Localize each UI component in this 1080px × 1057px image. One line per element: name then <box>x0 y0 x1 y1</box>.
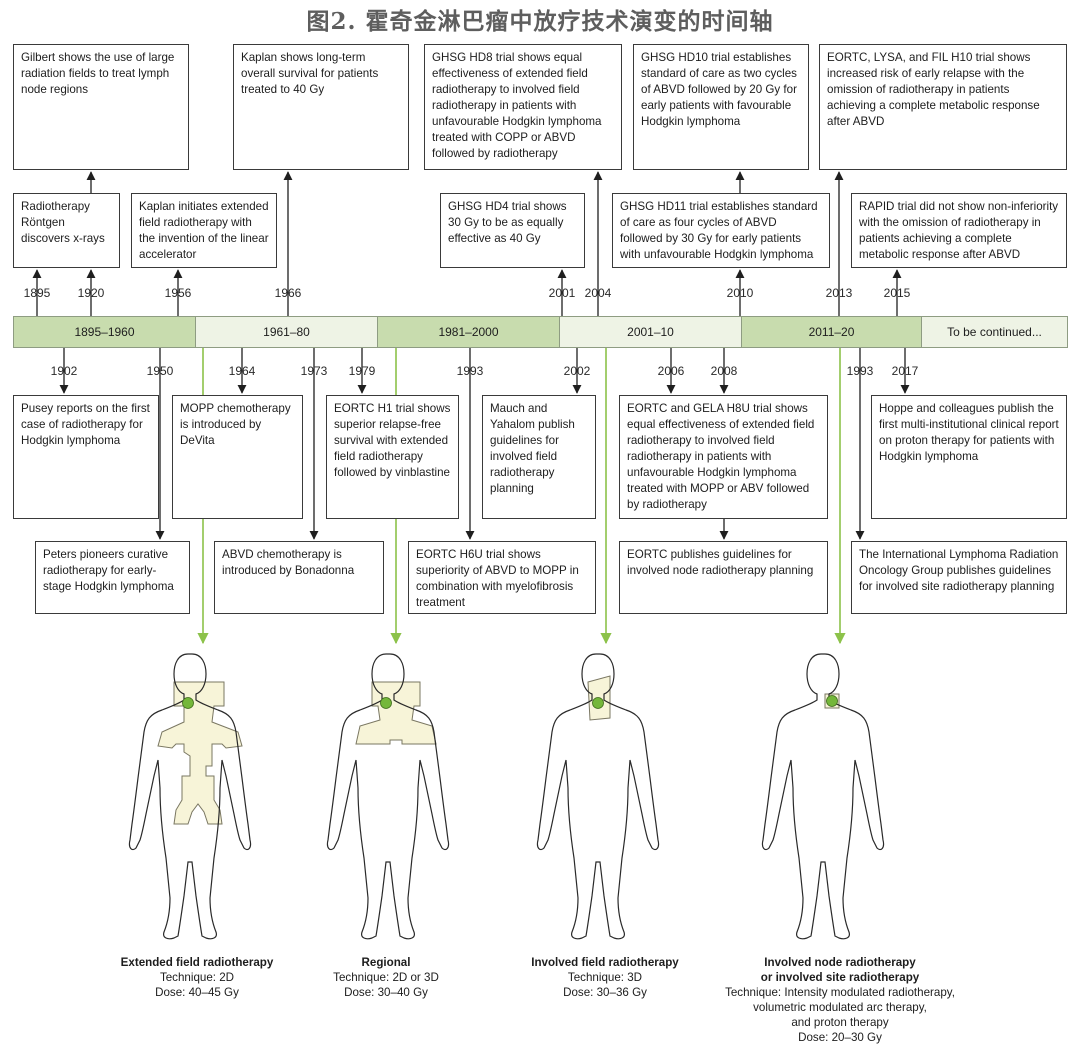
event-rapid-trial: RAPID trial did not show non-inferiority… <box>851 193 1067 268</box>
caption-extended-field: Extended field radiotherapy Technique: 2… <box>121 955 274 1000</box>
event-hoppe-proton: Hoppe and colleagues publish the first m… <box>871 395 1067 519</box>
year-2002: 2002 <box>563 364 591 378</box>
caption-technique: Technique: 2D <box>159 971 235 984</box>
event-kaplan-extended-field: Kaplan initiates extended field radiothe… <box>131 193 277 268</box>
year-2015: 2015 <box>883 286 911 300</box>
caption-dose: Dose: 30–40 Gy <box>344 986 428 999</box>
event-ilrog-guidelines: The International Lymphoma Radiation Onc… <box>851 541 1067 614</box>
event-h10-trial: EORTC, LYSA, and FIL H10 trial shows inc… <box>819 44 1067 170</box>
tumor-node-icon <box>826 695 838 707</box>
event-mopp: MOPP chemotherapy is introduced by DeVit… <box>172 395 303 519</box>
event-rontgen: Radiotherapy Röntgen discovers x-rays <box>13 193 120 268</box>
event-eortc-gela-h8u: EORTC and GELA H8U trial shows equal eff… <box>619 395 828 519</box>
body-outline <box>761 653 885 940</box>
event-pusey: Pusey reports on the first case of radio… <box>13 395 159 519</box>
year-1973: 1973 <box>300 364 328 378</box>
figure-involved-field <box>536 653 660 940</box>
period-continued: To be continued... <box>921 316 1068 348</box>
year-2006: 2006 <box>657 364 685 378</box>
figure-regional <box>326 653 450 940</box>
period-2011-20: 2011–20 <box>741 316 922 348</box>
year-2001: 2001 <box>548 286 576 300</box>
year-2004: 2004 <box>584 286 612 300</box>
body-silhouette <box>326 653 450 940</box>
period-1981-2000: 1981–2000 <box>377 316 560 348</box>
year-2017: 2017 <box>891 364 919 378</box>
event-eortc-h1: EORTC H1 trial shows superior relapse-fr… <box>326 395 459 519</box>
year-1979: 1979 <box>348 364 376 378</box>
year-1920: 1920 <box>77 286 105 300</box>
period-2001-10: 2001–10 <box>559 316 742 348</box>
caption-involved-field: Involved field radiotherapy Technique: 3… <box>531 955 679 1000</box>
year-1966: 1966 <box>274 286 302 300</box>
caption-involved-node: Involved node radiotherapy or involved s… <box>725 955 955 1045</box>
caption-technique-line-2: volumetric modulated arc therapy, <box>753 1001 927 1014</box>
caption-title: Regional <box>361 956 411 969</box>
event-ghsg-hd4: GHSG HD4 trial shows 30 Gy to be as equa… <box>440 193 585 268</box>
year-1964: 1964 <box>228 364 256 378</box>
event-abvd-bonadonna: ABVD chemotherapy is introduced by Bonad… <box>214 541 384 614</box>
caption-title-line-2: or involved site radiotherapy <box>760 971 920 984</box>
body-silhouette <box>761 653 885 940</box>
caption-dose: Dose: 40–45 Gy <box>155 986 239 999</box>
caption-dose: Dose: 30–36 Gy <box>563 986 647 999</box>
tumor-node-icon <box>380 697 392 709</box>
caption-title: Extended field radiotherapy <box>120 956 274 969</box>
caption-technique: Technique: 3D <box>567 971 643 984</box>
caption-title: Involved field radiotherapy <box>531 956 679 969</box>
event-ghsg-hd11: GHSG HD11 trial establishes standard of … <box>612 193 830 268</box>
event-mauch-yahalom: Mauch and Yahalom publish guidelines for… <box>482 395 596 519</box>
year-2013: 2013 <box>825 286 853 300</box>
caption-regional: Regional Technique: 2D or 3D Dose: 30–40… <box>333 955 439 1000</box>
year-2008: 2008 <box>710 364 738 378</box>
year-1993: 1993 <box>456 364 484 378</box>
figure-involved-node <box>761 653 885 940</box>
year-1895: 1895 <box>23 286 51 300</box>
event-peters: Peters pioneers curative radiotherapy fo… <box>35 541 190 614</box>
caption-technique-line-1: Technique: Intensity modulated radiother… <box>725 986 955 999</box>
tumor-node-icon <box>182 697 194 709</box>
event-eortc-node-guidelines: EORTC publishes guidelines for involved … <box>619 541 828 614</box>
figure-title: 图2. 霍奇金淋巴瘤中放疗技术演变的时间轴 <box>306 8 774 35</box>
year-1956: 1956 <box>164 286 192 300</box>
body-outline <box>326 653 450 940</box>
body-silhouette <box>128 653 252 940</box>
period-1961-80: 1961–80 <box>195 316 378 348</box>
event-kaplan-survival: Kaplan shows long-term overall survival … <box>233 44 409 170</box>
body-outline <box>128 653 252 940</box>
body-silhouette <box>536 653 660 940</box>
treatment-field-extended <box>157 681 243 825</box>
period-1895-1960: 1895–1960 <box>13 316 196 348</box>
caption-title-line-1: Involved node radiotherapy <box>764 956 916 969</box>
year-1993-ilrog: 1993 <box>846 364 874 378</box>
caption-technique: Technique: 2D or 3D <box>333 971 439 984</box>
event-ghsg-hd8: GHSG HD8 trial shows equal effectiveness… <box>424 44 622 170</box>
year-1902: 1902 <box>50 364 78 378</box>
event-ghsg-hd10: GHSG HD10 trial establishes standard of … <box>633 44 809 170</box>
year-2010: 2010 <box>726 286 754 300</box>
caption-dose: Dose: 20–30 Gy <box>798 1031 882 1044</box>
event-gilbert: Gilbert shows the use of large radiation… <box>13 44 189 170</box>
treatment-field-regional <box>355 681 437 745</box>
year-1950: 1950 <box>146 364 174 378</box>
caption-technique-line-3: and proton therapy <box>791 1016 889 1029</box>
event-eortc-h6u: EORTC H6U trial shows superiority of ABV… <box>408 541 596 614</box>
figure-extended-field <box>128 653 252 940</box>
tumor-node-icon <box>592 697 604 709</box>
body-outline <box>536 653 660 940</box>
